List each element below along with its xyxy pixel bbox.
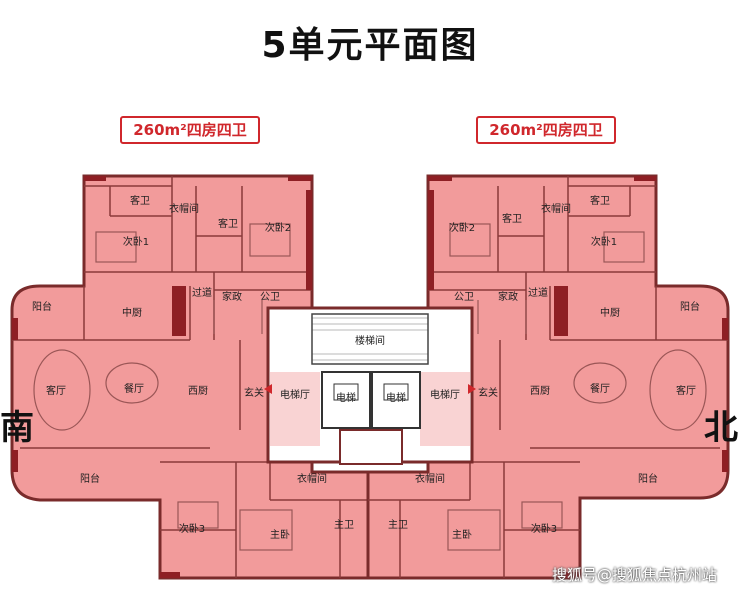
room-label: 过道 [192,286,212,299]
right-elevator-hall-label: 电梯厅 [430,388,460,401]
room-label: 客卫 [130,194,150,207]
room-label: 衣帽间 [169,202,199,215]
right-unit-badge: 260m²四房四卫 [476,116,616,144]
stair-label: 楼梯间 [355,334,385,347]
room-label: 客卫 [502,212,522,225]
core-area: 楼梯间 电梯厅 电梯厅 电梯 电梯 [264,306,476,465]
room-label: 次卧3 [179,522,205,535]
room-label: 主卫 [388,519,408,531]
right-elevator-label: 电梯 [386,391,406,404]
room-label: 次卧1 [591,235,617,248]
left-unit-labels: 客卫 衣帽间 客卫 次卧1 次卧2 过道 家政 公卫 阳台 中厨 餐厅 西厨 玄… [32,194,354,541]
room-label: 次卧1 [123,235,149,248]
room-label: 主卧 [452,528,472,541]
room-label: 过道 [528,286,548,299]
room-label: 阳台 [680,300,700,313]
room-label: 阳台 [32,300,52,313]
north-direction-label: 北 [704,408,738,448]
room-label: 主卧 [270,528,290,541]
left-elevator-hall-label: 电梯厅 [280,388,310,401]
left-unit-badge: 260m²四房四卫 [120,116,260,144]
room-label: 客厅 [676,384,696,397]
left-unit-outline [10,174,374,580]
watermark: 搜狐号@搜狐焦点杭州站 [552,566,718,584]
room-label: 中厨 [600,306,620,319]
room-label: 客卫 [218,217,238,230]
room-label: 次卧2 [449,221,475,234]
room-label: 玄关 [244,386,264,399]
room-label: 餐厅 [124,382,144,395]
room-label: 中厨 [122,306,142,319]
room-label: 家政 [498,290,518,303]
room-label: 餐厅 [590,382,610,395]
left-elevator-hall [270,372,320,446]
page-title: 5单元平面图 [261,25,479,66]
room-label: 次卧3 [531,522,557,535]
right-unit-labels: 客卫 衣帽间 客卫 次卧2 次卧1 公卫 家政 过道 中厨 阳台 玄关 西厨 餐… [388,194,700,541]
room-label: 客厅 [46,384,66,397]
room-label: 阳台 [638,472,658,485]
left-unit [10,174,374,580]
left-elevator-label: 电梯 [336,391,356,404]
room-label: 衣帽间 [541,202,571,215]
room-label: 主卫 [334,519,354,531]
room-label: 次卧2 [265,221,291,234]
room-label: 公卫 [260,292,280,303]
room-label: 西厨 [530,385,550,397]
room-label: 公卫 [454,292,474,303]
room-label: 衣帽间 [415,472,445,485]
right-unit-outline [366,174,730,580]
room-label: 客卫 [590,194,610,207]
south-direction-label: 南 [0,408,34,448]
room-label: 玄关 [478,386,498,399]
right-unit [366,174,730,580]
room-label: 衣帽间 [297,472,327,485]
room-label: 家政 [222,290,242,303]
room-label: 西厨 [188,385,208,397]
right-elevator-hall [420,372,470,446]
room-label: 阳台 [80,472,100,485]
